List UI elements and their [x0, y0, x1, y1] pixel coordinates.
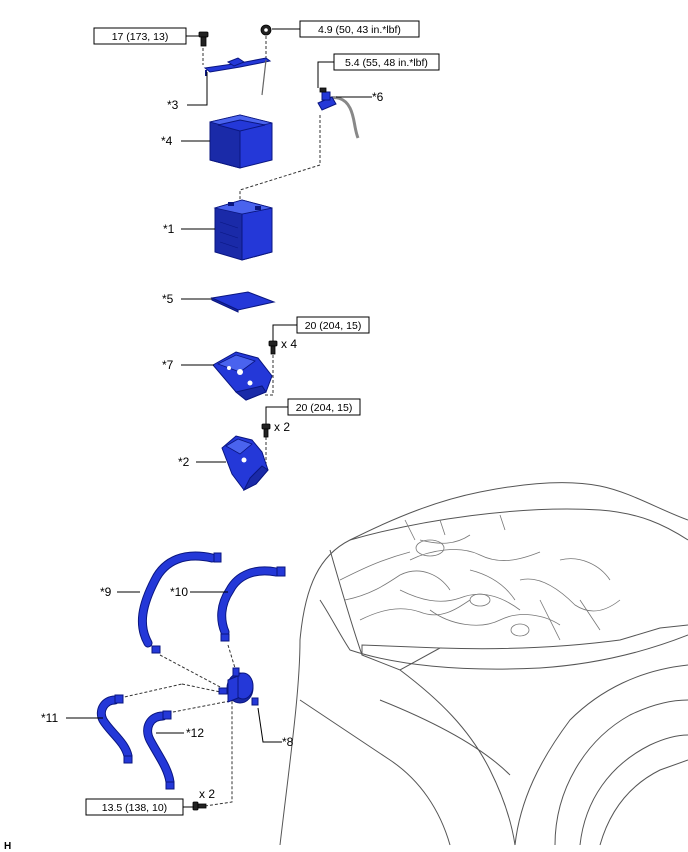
hose-10 — [217, 566, 286, 642]
callout-9: *9 — [100, 585, 112, 599]
torque-value: 4.9 (50, 43 in.*lbf) — [318, 24, 401, 36]
bolt-small-icon — [319, 87, 327, 93]
quantity-label: x 2 — [199, 787, 215, 801]
callout-6: *6 — [372, 90, 384, 104]
callout-3: *3 — [167, 98, 179, 112]
vehicle-outline — [279, 482, 688, 846]
callout-5: *5 — [162, 292, 174, 306]
callout-2: *2 — [178, 455, 190, 469]
quantity-label: x 4 — [281, 337, 297, 351]
torque-spec-4: 20 (204, 15) — [296, 316, 370, 334]
water-pump — [218, 667, 259, 706]
torque-spec-2: 4.9 (50, 43 in.*lbf) — [299, 20, 420, 38]
torque-spec-5: 20 (204, 15) — [287, 398, 361, 416]
torque-value: 5.4 (55, 48 in.*lbf) — [345, 57, 428, 69]
hose-11 — [96, 694, 133, 764]
battery-insulator — [209, 114, 273, 169]
battery-bracket — [221, 435, 269, 492]
callout-7: *7 — [162, 358, 174, 372]
nut-icon — [260, 24, 272, 36]
bolt-x2-icon — [261, 423, 271, 438]
hose-9 — [137, 551, 222, 654]
bolt-icon — [198, 31, 209, 47]
battery-clamp — [203, 57, 272, 96]
quantity-label: x 2 — [274, 420, 290, 434]
leader-lines — [66, 28, 372, 808]
callout-11: *11 — [41, 711, 58, 725]
torque-value: 13.5 (138, 10) — [102, 802, 167, 814]
battery-cable — [317, 91, 360, 139]
battery-carrier — [212, 351, 273, 401]
bolt-x2-lower-icon — [192, 801, 207, 811]
callout-10: *10 — [170, 585, 188, 599]
bolt-x4-icon — [268, 340, 278, 355]
torque-spec-3: 5.4 (55, 48 in.*lbf) — [333, 53, 440, 71]
callout-4: *4 — [161, 134, 173, 148]
torque-spec-6: 13.5 (138, 10) — [85, 798, 184, 816]
callout-12: *12 — [186, 726, 204, 740]
torque-value: 20 (204, 15) — [305, 320, 362, 332]
torque-value: 20 (204, 15) — [296, 402, 353, 414]
torque-spec-1: 17 (173, 13) — [93, 27, 187, 45]
diagram-code: H — [4, 841, 11, 852]
callout-1: *1 — [163, 222, 175, 236]
torque-value: 17 (173, 13) — [112, 31, 169, 43]
battery-tray — [210, 291, 276, 313]
hose-12 — [143, 710, 175, 790]
battery — [213, 199, 273, 261]
callout-8: *8 — [282, 735, 294, 749]
